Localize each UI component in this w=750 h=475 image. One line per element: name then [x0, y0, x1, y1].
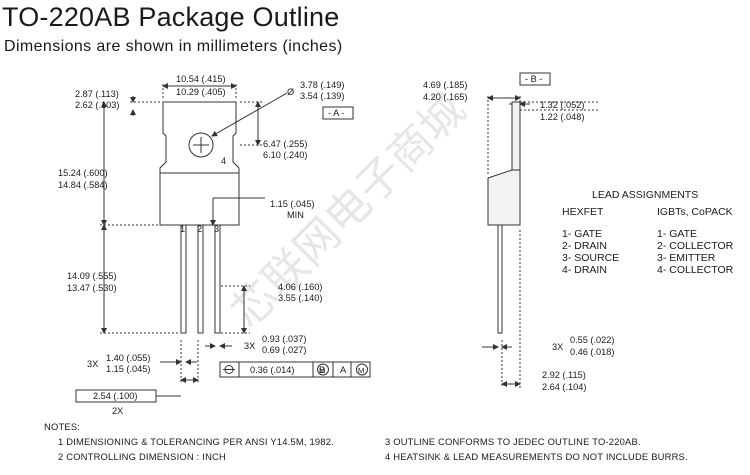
tolerance-modifier-2: M [358, 366, 364, 375]
side-offset-min: 2.64 (.104) [542, 382, 586, 392]
lead-shoulder: 1.15 (.045) [270, 199, 314, 209]
datum-b-label: - B - [525, 74, 542, 84]
hole-to-top-max: 6.47 (.255) [263, 139, 307, 149]
side-width-min: 4.20 (.165) [423, 92, 467, 102]
lead-3 [214, 224, 221, 334]
lead-bend-min: 3.55 (.140) [278, 293, 322, 303]
lead-thick-min: 0.69 (.027) [262, 345, 306, 355]
hexfet-lead-2: 2- DRAIN [562, 240, 607, 252]
side-lead-thick-max: 0.55 (.022) [570, 335, 614, 345]
lead-shoulder-min: MIN [287, 210, 304, 220]
lead-length-max: 14.09 (.555) [67, 271, 117, 281]
hexfet-lead-4: 4- DRAIN [562, 264, 607, 276]
igbt-lead-3: 3- EMITTER [657, 252, 716, 264]
tab-width-max: 10.54 (.415) [176, 74, 226, 84]
lead-1 [180, 224, 187, 334]
side-view [482, 95, 598, 388]
tolerance-value: 0.36 (.014) [250, 365, 294, 375]
pitch-count: 2X [112, 406, 123, 416]
hole-to-top-min: 6.10 (.240) [263, 150, 307, 160]
side-tab-thick-max: 1.32 (.052) [540, 100, 584, 110]
front-view [100, 83, 288, 383]
lead-assignments: LEAD ASSIGNMENTS HEXFET IGBTs, CoPACK 1-… [562, 189, 734, 276]
notes-title: NOTES: [44, 421, 81, 432]
hole-dia-min: 3.54 (.139) [300, 91, 344, 101]
body-height-max: 15.24 (.600) [58, 168, 108, 178]
igbt-lead-2: 2- COLLECTOR [657, 240, 734, 252]
side-width-max: 4.69 (.185) [423, 80, 467, 90]
note-4: 4 HEATSINK & LEAD MEASUREMENTS DO NOT IN… [385, 451, 688, 462]
tolerance-datum-b: B [319, 365, 325, 375]
datum-a-label: - A - [328, 108, 344, 118]
lead-thick-max: 0.93 (.037) [262, 334, 306, 344]
lead-assignments-title: LEAD ASSIGNMENTS [592, 189, 698, 201]
tab-width-min: 10.29 (.405) [176, 87, 226, 97]
watermark: 芯联网电子商城 [222, 84, 476, 338]
tab-thick-min: 2.62 (.103) [75, 100, 119, 110]
lead-number-2: 2 [197, 224, 202, 234]
watermark-text: 芯联网电子商城 [222, 84, 476, 338]
datum-b-box [519, 72, 551, 86]
lead-thick-prefix: 3X [244, 341, 255, 351]
igbt-header: IGBTs, CoPACK [657, 206, 733, 218]
hexfet-lead-3: 3- SOURCE [562, 252, 619, 264]
side-lead-thick-prefix: 3X [552, 342, 563, 352]
lead-width-max: 1.40 (.055) [106, 353, 150, 363]
lead-number-1: 1 [180, 224, 185, 234]
lead-2 [197, 224, 204, 334]
hexfet-header: HEXFET [562, 206, 604, 218]
tolerance-frame [219, 361, 371, 378]
hole-symbol: Ø [287, 87, 294, 97]
lead-width-min: 1.15 (.045) [106, 364, 150, 374]
mounting-hole [188, 132, 214, 158]
note-3: 3 OUTLINE CONFORMS TO JEDEC OUTLINE TO-2… [385, 436, 641, 447]
datum-a-box [322, 106, 354, 120]
side-lead-thick-min: 0.46 (.018) [570, 347, 614, 357]
hexfet-lead-1: 1- GATE [562, 228, 602, 240]
package-tab [159, 101, 240, 174]
pitch-value: 2.54 (.100) [93, 391, 137, 401]
tab-thick-max: 2.87 (.113) [75, 89, 119, 99]
note-2: 2 CONTROLLING DIMENSION : INCH [58, 451, 226, 462]
body-height-min: 14.84 (.584) [58, 180, 108, 190]
side-offset-max: 2.92 (.115) [542, 370, 586, 380]
page-title: TO-220AB Package Outline [2, 2, 340, 32]
side-body [487, 169, 521, 226]
tolerance-datum-a: A [340, 365, 347, 375]
lead-width-prefix: 3X [87, 359, 98, 369]
lead-bend-max: 4.06 (.160) [278, 282, 322, 292]
igbt-lead-1: 1- GATE [657, 228, 697, 240]
hole-dia-max: 3.78 (.149) [300, 80, 344, 90]
package-body [159, 172, 240, 226]
side-tab-thick-min: 1.22 (.048) [540, 112, 584, 122]
side-lead [497, 224, 503, 334]
side-tab [511, 101, 521, 171]
page-subtitle: Dimensions are shown in millimeters (inc… [4, 38, 343, 55]
note-1: 1 DIMENSIONING & TOLERANCING PER ANSI Y1… [58, 436, 334, 447]
lead-number-3: 3 [214, 224, 219, 234]
lead-length-min: 13.47 (.530) [67, 283, 117, 293]
igbt-lead-4: 4- COLLECTOR [657, 264, 734, 276]
tab-number-label: 4 [221, 156, 226, 166]
tolerance-modifier-1: M [319, 366, 325, 375]
